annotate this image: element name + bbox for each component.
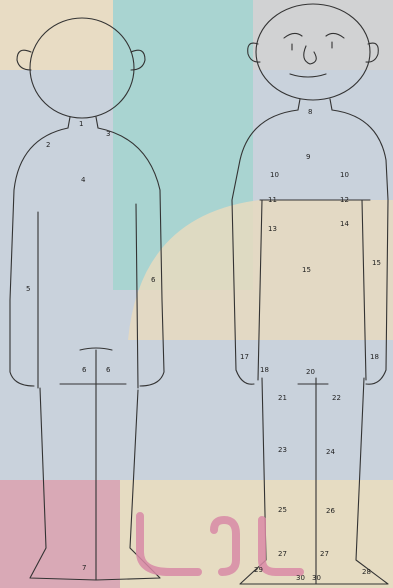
region-number: 2: [46, 141, 50, 149]
region-number: 15: [372, 259, 381, 267]
left-torso-right: [98, 128, 164, 386]
right-neck: [298, 99, 332, 110]
region-number: 10: [340, 171, 349, 179]
region-number: 25: [278, 506, 287, 514]
region-number: 24: [326, 448, 335, 456]
region-number: 6: [82, 366, 86, 374]
region-number: 12: [340, 196, 349, 204]
region-number: 6: [151, 276, 155, 284]
region-number: 4: [81, 176, 85, 184]
right-eyebrow-left: [284, 33, 302, 38]
region-number: 27: [278, 550, 287, 558]
region-number: 15: [302, 266, 311, 274]
region-number: 3: [106, 130, 110, 138]
region-number: 13: [268, 225, 277, 233]
region-number: 26: [326, 507, 335, 515]
region-number: 28: [362, 568, 371, 576]
region-number: 8: [308, 108, 312, 116]
region-number: 20: [306, 368, 315, 376]
watermark-logo: [140, 516, 300, 572]
region-number: 7: [82, 564, 86, 572]
region-number: 21: [278, 394, 287, 402]
right-head: [256, 4, 370, 100]
right-ear-left: [248, 43, 260, 62]
right-ear-right: [366, 43, 378, 62]
region-number: 29: [254, 566, 263, 574]
region-number: 6: [106, 366, 110, 374]
region-number: 27: [320, 550, 329, 558]
region-number: 10: [270, 171, 279, 179]
region-number: 23: [278, 446, 287, 454]
region-number: 14: [340, 220, 349, 228]
left-leg-outer-left: [30, 388, 96, 580]
region-number: 18: [370, 353, 379, 361]
region-number: 1: [79, 120, 83, 128]
region-number: 30: [296, 574, 305, 582]
region-number: 30: [312, 574, 321, 582]
region-number: 17: [240, 353, 249, 361]
left-leg-outer-right: [96, 390, 160, 580]
right-eyebrow-right: [326, 33, 344, 38]
region-number: 11: [268, 196, 277, 204]
left-torso-left: [10, 128, 68, 386]
left-ear-left: [17, 50, 31, 70]
region-number: 18: [260, 366, 269, 374]
region-number: 22: [332, 394, 341, 402]
region-number: 9: [306, 153, 310, 161]
right-nose: [304, 46, 317, 64]
left-head: [30, 18, 134, 118]
right-mouth: [290, 74, 326, 77]
region-number: 5: [26, 285, 30, 293]
